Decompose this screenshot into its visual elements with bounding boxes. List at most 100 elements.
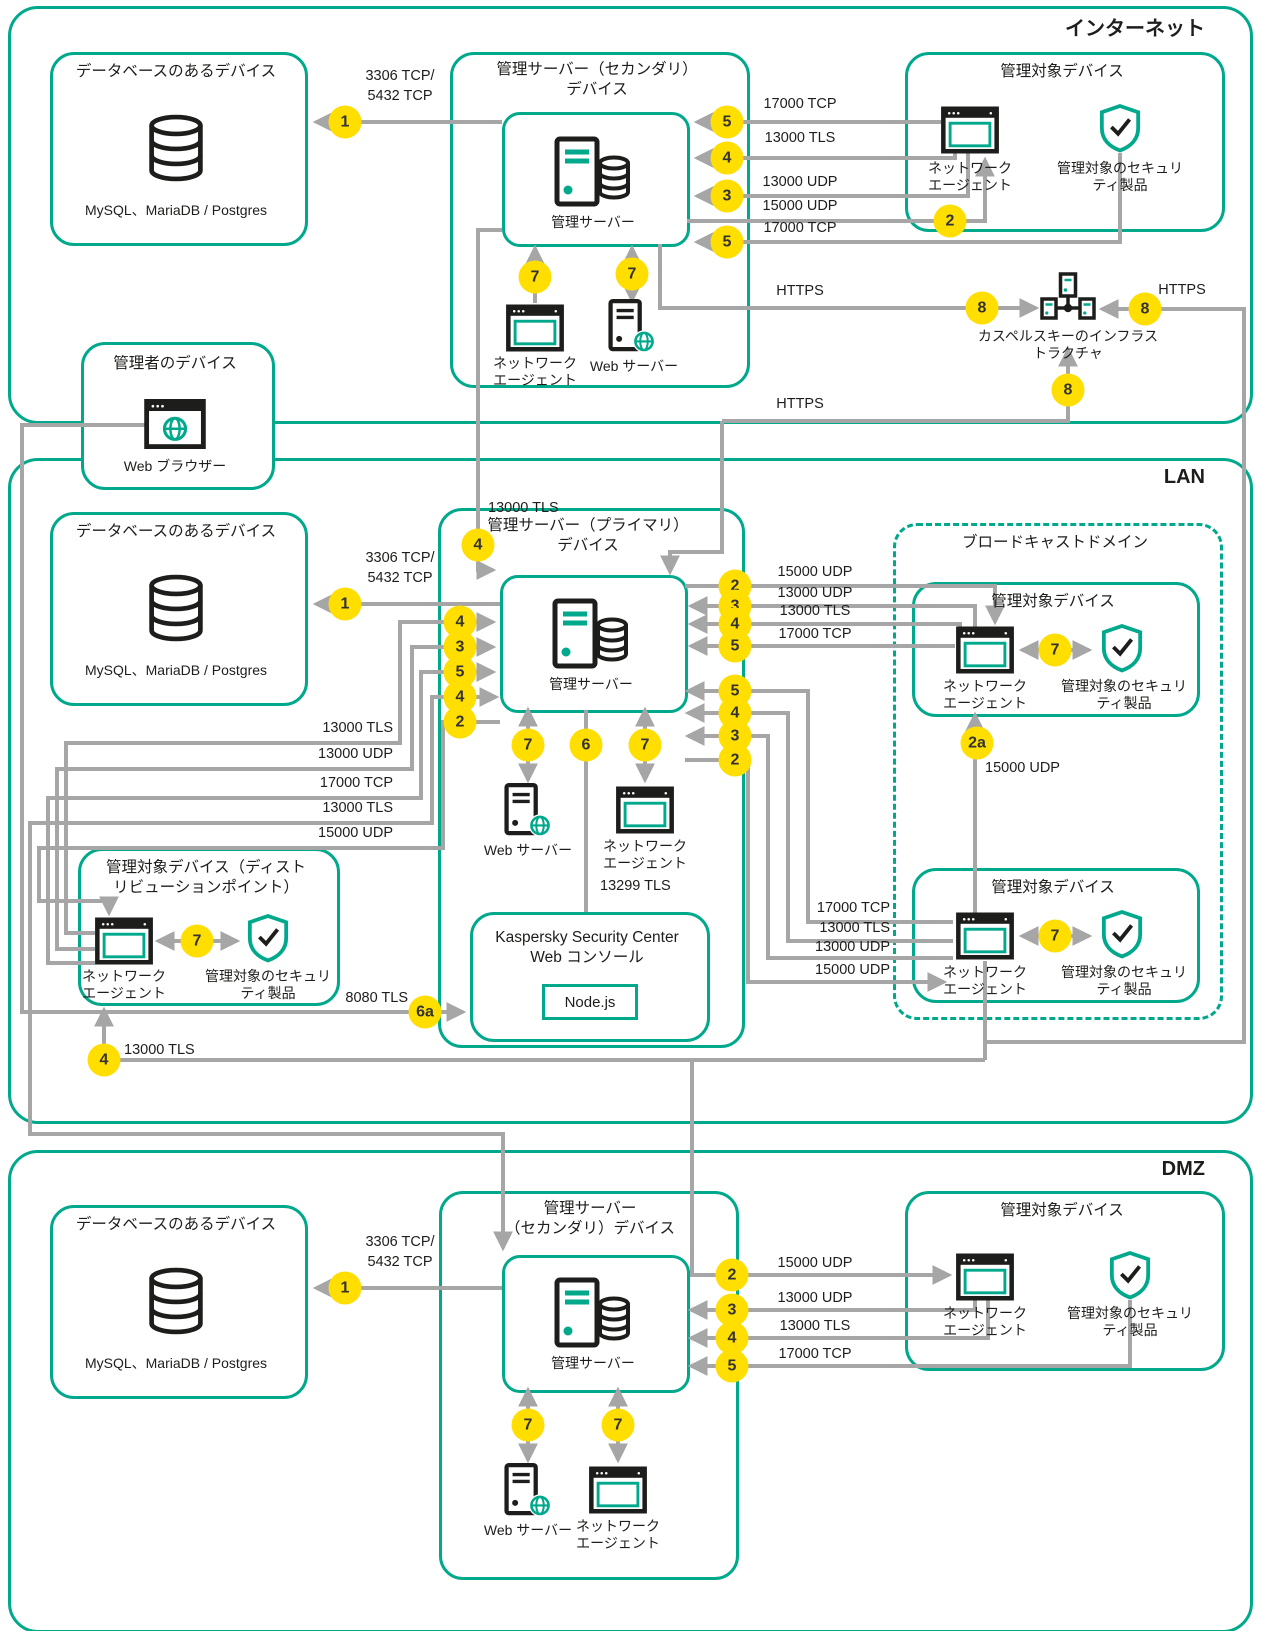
port-label: 3306 TCP/ 5432 TCP bbox=[365, 1234, 435, 1270]
dmz-db-device-title: データベースのあるデバイス bbox=[75, 1216, 277, 1233]
admin-device-title: 管理者のデバイス bbox=[113, 355, 237, 372]
badge-7: 7 bbox=[180, 924, 214, 958]
port-label: 15000 UDP bbox=[777, 564, 853, 580]
admin-server-icon bbox=[551, 598, 631, 670]
port-label: 13000 TLS bbox=[819, 920, 890, 936]
port-label: 15000 UDP bbox=[985, 760, 1060, 776]
internet-security-product-label: 管理対象のセキュリ ティ製品 bbox=[1057, 160, 1183, 193]
internet-db-products: MySQL、MariaDB / Postgres bbox=[84, 202, 268, 218]
port-label: 13000 TLS bbox=[779, 1318, 851, 1334]
port-label: 17000 TCP bbox=[763, 96, 837, 112]
web-server-icon bbox=[504, 782, 552, 838]
badge-8: 8 bbox=[1128, 292, 1162, 326]
web-browser-icon bbox=[144, 399, 206, 449]
dmz-network-agent-label: ネットワーク エージェント bbox=[576, 1518, 660, 1551]
security-product-shield-icon bbox=[1100, 909, 1144, 959]
badge-7: 7 bbox=[628, 728, 662, 762]
port-label: 13000 TLS bbox=[488, 500, 559, 516]
badge-7: 7 bbox=[601, 1408, 635, 1442]
badge-2: 2 bbox=[715, 1258, 749, 1292]
port-label: 13000 UDP bbox=[815, 939, 890, 955]
web-browser-label: Web ブラウザー bbox=[123, 458, 227, 474]
dmz-db-products: MySQL、MariaDB / Postgres bbox=[84, 1355, 268, 1371]
lan-db-products: MySQL、MariaDB / Postgres bbox=[84, 662, 268, 678]
web-server-icon bbox=[504, 1462, 552, 1518]
internet-secondary-server-title: 管理サーバー（セカンダリ） デバイス bbox=[496, 61, 698, 98]
dmz-secondary-server-title: 管理サーバー （セカンダリ）デバイス bbox=[504, 1200, 676, 1237]
port-label: 3306 TCP/ 5432 TCP bbox=[365, 68, 435, 104]
security-product-shield-icon bbox=[1098, 103, 1142, 153]
nodejs-label: Node.js bbox=[564, 993, 616, 1011]
badge-6: 6 bbox=[569, 728, 603, 762]
dmz-managed-device-title: 管理対象デバイス bbox=[1000, 1202, 1124, 1219]
port-label: 17000 TCP bbox=[778, 1346, 852, 1362]
badge-5: 5 bbox=[718, 629, 752, 663]
port-label: 15000 UDP bbox=[762, 198, 838, 214]
port-label: 13000 UDP bbox=[777, 585, 853, 601]
web-console-title: Kaspersky Security Center Web コンソール bbox=[495, 929, 679, 966]
badge-4: 4 bbox=[710, 141, 744, 175]
port-label: HTTPS bbox=[1158, 282, 1206, 298]
admin-server-icon bbox=[553, 136, 633, 208]
internet-db-device-title: データベースのあるデバイス bbox=[75, 63, 277, 80]
broadcast-domain-title: ブロードキャストドメイン bbox=[961, 534, 1149, 551]
nodejs-box: Node.js bbox=[542, 984, 638, 1020]
zone-label-lan: LAN bbox=[1163, 466, 1205, 488]
network-agent-icon bbox=[616, 787, 674, 834]
database-icon bbox=[146, 1266, 206, 1336]
lan-web-server-label: Web サーバー bbox=[483, 842, 573, 858]
network-agent-icon bbox=[956, 913, 1014, 960]
zone-label-internet: インターネット bbox=[1065, 18, 1205, 40]
badge-3: 3 bbox=[710, 179, 744, 213]
database-icon bbox=[146, 573, 206, 643]
badge-7: 7 bbox=[511, 1408, 545, 1442]
security-product-shield-icon bbox=[1108, 1250, 1152, 1300]
port-label: 13000 TLS bbox=[322, 720, 393, 736]
admin-server-icon bbox=[553, 1277, 633, 1349]
badge-2: 2 bbox=[933, 204, 967, 238]
badge-2: 2 bbox=[443, 705, 477, 739]
port-label: 13000 UDP bbox=[762, 174, 838, 190]
kaspersky-infrastructure-icon bbox=[1040, 272, 1096, 324]
bd-bottom-security-label: 管理対象のセキュリ ティ製品 bbox=[1061, 964, 1187, 997]
network-agent-icon bbox=[941, 107, 999, 154]
network-agent-icon bbox=[589, 1467, 647, 1514]
badge-7: 7 bbox=[1038, 919, 1072, 953]
lan-db-device-title: データベースのあるデバイス bbox=[75, 523, 277, 540]
badge-2: 2 bbox=[718, 743, 752, 777]
port-label: 17000 TCP bbox=[763, 220, 837, 236]
dp-agent-label: ネットワーク エージェント bbox=[82, 968, 166, 1001]
dmz-web-server-label: Web サーバー bbox=[483, 1522, 573, 1538]
bd-top-agent-label: ネットワーク エージェント bbox=[943, 678, 1027, 711]
port-label: 15000 UDP bbox=[815, 962, 890, 978]
port-label: 17000 TCP bbox=[816, 900, 890, 916]
port-label: 13299 TLS bbox=[600, 878, 671, 894]
port-label: 17000 TCP bbox=[778, 626, 852, 642]
badge-6a: 6a bbox=[408, 995, 442, 1029]
internet-admin-server-label: 管理サーバー bbox=[551, 214, 635, 230]
port-label: 15000 UDP bbox=[777, 1255, 853, 1271]
badge-5: 5 bbox=[710, 105, 744, 139]
distribution-point-title: 管理対象デバイス（ディスト リビューションポイント） bbox=[106, 859, 306, 896]
port-label: 3306 TCP/ 5432 TCP bbox=[365, 550, 435, 586]
badge-8: 8 bbox=[1051, 373, 1085, 407]
badge-7: 7 bbox=[518, 260, 552, 294]
badge-4: 4 bbox=[461, 528, 495, 562]
port-label: 15000 UDP bbox=[318, 825, 393, 841]
lan-primary-server-title: 管理サーバー（プライマリ） デバイス bbox=[487, 517, 689, 554]
network-agent-icon bbox=[506, 305, 564, 352]
badge-5: 5 bbox=[710, 225, 744, 259]
port-label: 13000 TLS bbox=[322, 800, 393, 816]
network-agent-icon bbox=[956, 627, 1014, 674]
badge-2a: 2a bbox=[960, 726, 994, 760]
port-label: 17000 TCP bbox=[319, 775, 393, 791]
port-label: HTTPS bbox=[776, 396, 824, 412]
port-label: 13000 UDP bbox=[777, 1290, 853, 1306]
badge-7: 7 bbox=[1038, 633, 1072, 667]
database-icon bbox=[146, 113, 206, 183]
network-agent-icon bbox=[956, 1254, 1014, 1301]
security-product-shield-icon bbox=[246, 913, 290, 963]
bd-top-managed-title: 管理対象デバイス bbox=[991, 593, 1115, 610]
lan-admin-server-label: 管理サーバー bbox=[549, 676, 633, 692]
